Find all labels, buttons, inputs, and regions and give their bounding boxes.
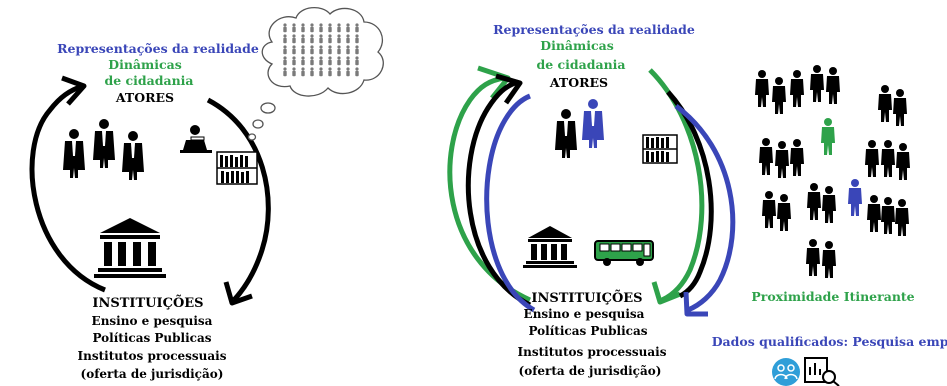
left-diagram: Representações da realidade Dinâmicas de… [29, 7, 384, 381]
right-green-arrow-left [447, 75, 532, 303]
crowd-person [328, 34, 332, 44]
right-judges-icon [555, 99, 604, 158]
families-icon [755, 65, 910, 278]
bus-icon [594, 240, 654, 266]
crowd-person [292, 23, 296, 33]
judges-icon [63, 119, 144, 180]
right-courthouse-icon [523, 226, 577, 268]
left-cycle-arrow-right [206, 97, 271, 302]
right-label-dinamicas-1: Dinâmicas [540, 38, 614, 53]
crowd-person [319, 45, 323, 55]
right-label-politicas: Políticas Publicas [528, 324, 647, 338]
left-label-oferta: (oferta de jurisdição) [81, 367, 224, 381]
crowd-person [283, 56, 287, 66]
right-label-atores: ATORES [549, 75, 608, 90]
right-bookshelf-icon [642, 134, 678, 164]
crowd-person [346, 56, 350, 66]
right-black-arrow-right [666, 90, 714, 299]
crowd-person [355, 67, 359, 77]
right-label-institutos: Institutos processuais [518, 345, 667, 359]
left-label-dinamicas-2: de cidadania [104, 73, 193, 88]
right-label-dados: Dados qualificados: Pesquisa empírica [712, 334, 947, 349]
left-label-institutos: Institutos processuais [78, 349, 227, 363]
right-black-arrowhead-top [495, 73, 523, 105]
bookshelf-icon [216, 151, 258, 185]
crowd-person [346, 34, 350, 44]
crowd-person [319, 34, 323, 44]
left-label-representacoes: Representações da realidade [57, 41, 259, 56]
crowd-person [301, 67, 305, 77]
crowd-person [301, 34, 305, 44]
crowd-person [319, 56, 323, 66]
left-label-politicas: Políticas Publicas [92, 331, 211, 345]
crowd-person [337, 56, 341, 66]
crowd-person [310, 34, 314, 44]
right-blue-arrowhead-bottom [683, 291, 708, 317]
crowd-person [301, 23, 305, 33]
left-label-atores: ATORES [115, 90, 174, 105]
right-blue-arrow-right [674, 103, 736, 313]
left-label-dinamicas-1: Dinâmicas [108, 57, 182, 72]
reader-desk-icon [180, 125, 212, 153]
crowd-person [310, 67, 314, 77]
people-crowd-icon [283, 23, 359, 77]
crowd-person [292, 67, 296, 77]
right-label-proximidade: Proximidade Itinerante [751, 289, 914, 304]
crowd-person [328, 45, 332, 55]
crowd-person [355, 23, 359, 33]
crowd-person [346, 67, 350, 77]
crowd-person [337, 45, 341, 55]
crowd-person [355, 34, 359, 44]
crowd-person [283, 23, 287, 33]
crowd-person [355, 45, 359, 55]
crowd-person [337, 67, 341, 77]
left-cycle-arrow-left [29, 83, 106, 293]
left-arrowhead-top [61, 75, 87, 106]
right-black-arrow-left [465, 79, 532, 308]
crowd-person [346, 45, 350, 55]
crowd-person [328, 23, 332, 33]
left-arrowhead-bottom [223, 281, 253, 306]
right-label-dinamicas-2: de cidadania [536, 57, 625, 72]
courthouse-icon [94, 218, 166, 278]
crowd-person [346, 23, 350, 33]
crowd-person [310, 56, 314, 66]
thought-cloud-icon [247, 7, 384, 141]
right-label-representacoes: Representações da realidade [493, 22, 695, 37]
user-circle-icon [772, 358, 800, 386]
crowd-person [328, 67, 332, 77]
crowd-person [337, 23, 341, 33]
crowd-person [301, 45, 305, 55]
crowd-person [337, 34, 341, 44]
right-blue-arrow-left [484, 93, 536, 313]
right-label-ensino: Ensino e pesquisa [524, 307, 645, 321]
crowd-person [319, 67, 323, 77]
crowd-person [319, 23, 323, 33]
crowd-person [292, 34, 296, 44]
right-green-arrowhead-bottom [651, 281, 681, 305]
right-label-oferta: (oferta de jurisdição) [519, 364, 662, 378]
crowd-person [283, 34, 287, 44]
crowd-person [283, 45, 287, 55]
crowd-person [310, 45, 314, 55]
crowd-person [283, 67, 287, 77]
data-search-icon [804, 357, 840, 386]
right-diagram: Representações da realidade Dinâmicas de… [447, 22, 947, 386]
crowd-person [292, 56, 296, 66]
left-label-instituicoes: INSTITUIÇÕES [92, 295, 203, 311]
left-label-ensino: Ensino e pesquisa [92, 314, 213, 328]
crowd-person [292, 45, 296, 55]
crowd-person [355, 56, 359, 66]
crowd-person [328, 56, 332, 66]
right-label-instituicoes: INSTITUIÇÕES [531, 290, 642, 306]
crowd-person [310, 23, 314, 33]
crowd-person [301, 56, 305, 66]
